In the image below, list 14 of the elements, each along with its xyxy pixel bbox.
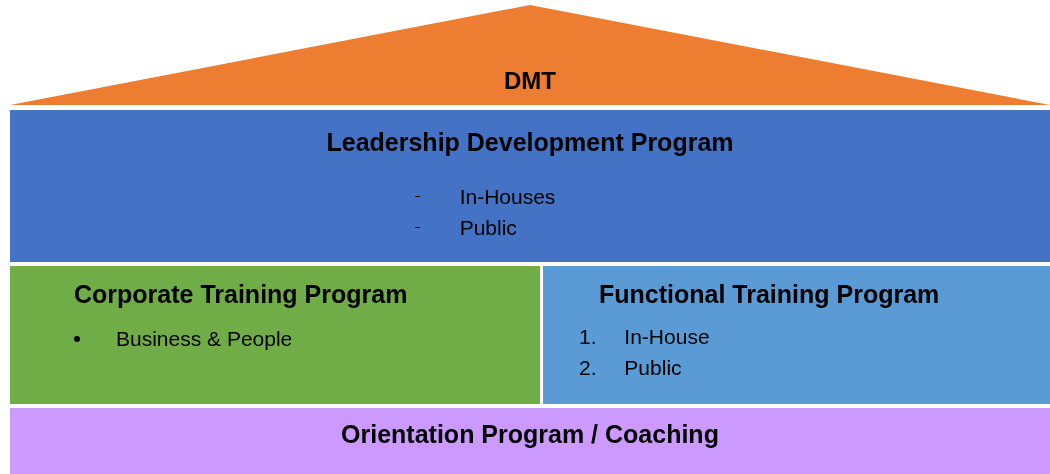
tier-block bbox=[10, 110, 1050, 262]
list-item: 1. In-House bbox=[579, 324, 710, 349]
tier-heading: Orientation Program / Coaching bbox=[341, 420, 719, 449]
tier-block bbox=[10, 408, 1050, 474]
list-item: In-Houses bbox=[459, 184, 556, 209]
list-item: 2. Public bbox=[579, 355, 682, 380]
tier-block bbox=[543, 266, 1050, 404]
tier-block bbox=[10, 266, 540, 404]
list-item: Business & People bbox=[116, 326, 293, 351]
list-item: Public bbox=[459, 215, 517, 240]
tier-heading: DMT bbox=[504, 67, 556, 95]
tier-heading: Leadership Development Program bbox=[326, 128, 734, 157]
tier-heading: Functional Training Program bbox=[599, 280, 940, 309]
tier-heading: Corporate Training Program bbox=[74, 280, 408, 309]
